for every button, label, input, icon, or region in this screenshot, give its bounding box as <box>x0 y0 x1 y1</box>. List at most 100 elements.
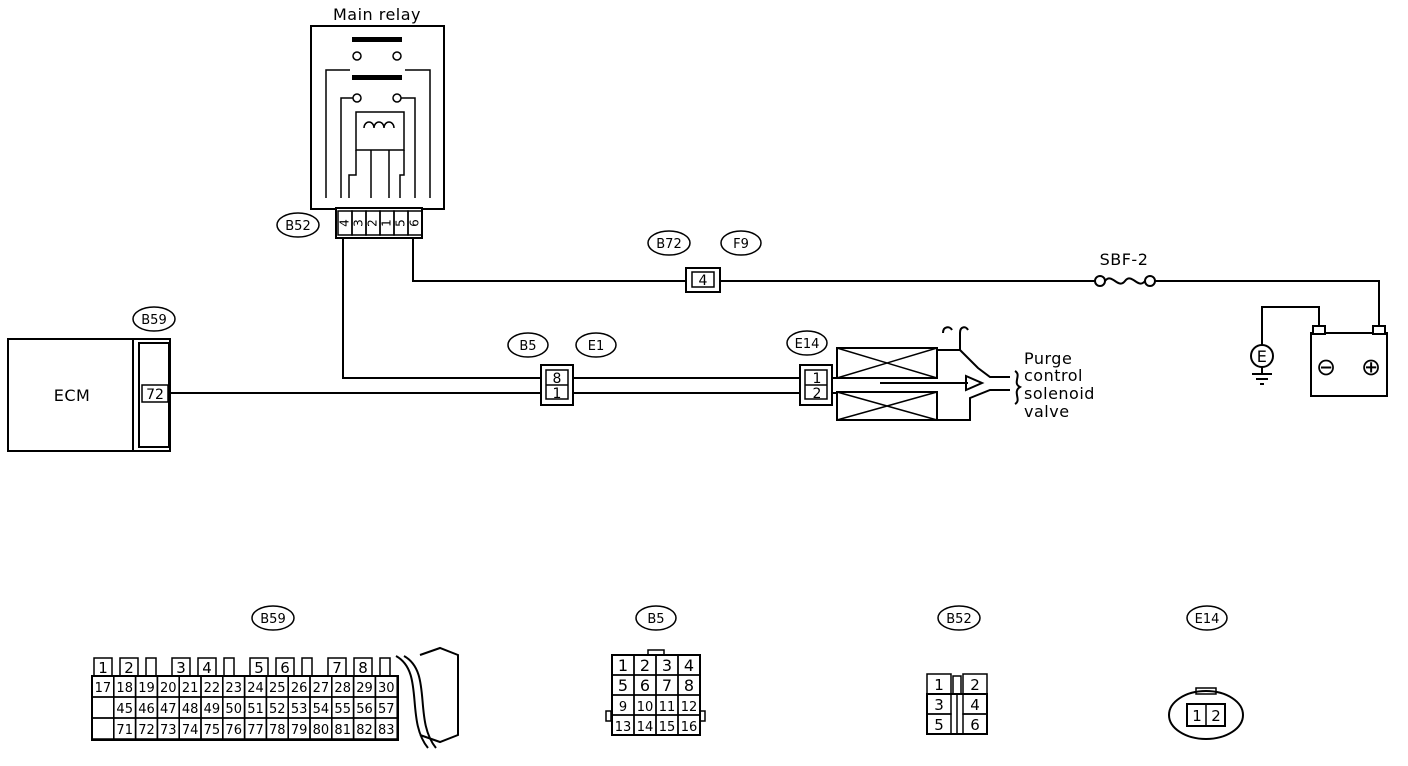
b5-pin: 3 <box>662 656 672 675</box>
b5-pin: 10 <box>637 700 654 715</box>
b52-pin: 3 <box>934 696 944 714</box>
junction-b72-pin: 4 <box>699 273 708 289</box>
b5-pin-cell <box>677 714 701 736</box>
b72-tag: B72 <box>656 237 681 252</box>
b59-pin: 29 <box>356 681 373 696</box>
b59-pin: 74 <box>182 723 199 738</box>
e14-view-pin-2: 2 <box>1211 707 1221 725</box>
b5-pin: 14 <box>637 720 654 735</box>
ground-label: E <box>1257 347 1268 366</box>
ecm: ECM 72 B59 <box>7 306 176 452</box>
solenoid-label-4: valve <box>1024 402 1070 421</box>
b5-pin: 16 <box>681 720 698 735</box>
ground-and-battery: E ⊖ ⊕ <box>1250 325 1388 397</box>
junction-b5-pin-top: 8 <box>553 371 562 387</box>
e14-pin-2: 2 <box>813 386 822 402</box>
b59-pin: 1 <box>98 659 108 677</box>
e14-view-pin-1: 1 <box>1192 707 1202 725</box>
b59-notch <box>223 657 235 676</box>
b59-pin: 76 <box>225 723 242 738</box>
relay-pin-label: 6 <box>408 219 422 227</box>
b59-pin: 27 <box>313 681 330 696</box>
main-relay-title: Main relay <box>333 5 421 24</box>
b52-tag: B52 <box>285 219 310 234</box>
b52-view-tag: B52 <box>946 612 971 627</box>
b59-pin: 4 <box>202 659 212 677</box>
b59-pin: 28 <box>334 681 351 696</box>
b5-pin: 12 <box>681 700 698 715</box>
b59-pin: 5 <box>254 659 264 677</box>
b59-pin: 6 <box>280 659 290 677</box>
b59-pin: 55 <box>334 702 351 717</box>
solenoid-label-2: control <box>1024 366 1083 385</box>
e14-view-tag: E14 <box>1195 612 1220 627</box>
b5-pin: 15 <box>659 720 676 735</box>
f9-tag: F9 <box>733 237 749 252</box>
b52-pin: 5 <box>934 716 944 734</box>
b5-tag: B5 <box>519 339 536 354</box>
b5-pin: 11 <box>659 700 676 715</box>
b59-pin: 57 <box>378 702 395 717</box>
ecm-label: ECM <box>54 386 91 405</box>
b5-pin: 6 <box>640 676 650 695</box>
main-relay-body <box>310 25 445 210</box>
b59-pin: 2 <box>124 659 134 677</box>
b59-pin: 50 <box>225 702 242 717</box>
b5-pin: 1 <box>618 656 628 675</box>
b59-pin: 78 <box>269 723 286 738</box>
b59-pin: 20 <box>160 681 177 696</box>
b59-pin: 72 <box>138 723 155 738</box>
b5-pin: 4 <box>684 656 694 675</box>
b5-pin: 5 <box>618 676 628 695</box>
ecm-pin: 72 <box>146 387 164 403</box>
b52-key <box>952 675 962 695</box>
e1-tag: E1 <box>588 339 605 354</box>
battery <box>1310 332 1388 397</box>
connector-view-e14: E14 1 2 <box>1168 605 1244 740</box>
b59-pin: 17 <box>95 681 112 696</box>
b59-pin: 82 <box>356 723 373 738</box>
ground-icon <box>1252 367 1272 385</box>
fuse-icon <box>1104 277 1146 285</box>
b59-pin: 21 <box>182 681 199 696</box>
b5-pin: 7 <box>662 676 672 695</box>
b5-pin: 8 <box>684 676 694 695</box>
b59-pin: 52 <box>269 702 286 717</box>
b59-pin-cell <box>374 717 398 740</box>
b59-housing-cap <box>419 646 459 744</box>
relay-pin-cell <box>407 210 423 236</box>
b59-pin: 22 <box>204 681 221 696</box>
wire-relay-to-b5 <box>342 238 541 379</box>
b59-notch <box>301 657 313 676</box>
b59-pin: 25 <box>269 681 286 696</box>
e14-housing <box>1168 690 1244 740</box>
relay-pin-label: 4 <box>338 219 352 227</box>
b59-pin-cell <box>91 696 115 719</box>
b59-pin: 45 <box>116 702 133 717</box>
arrow-icon <box>965 374 985 392</box>
junction-b72-f9: B72 F9 4 <box>647 230 762 293</box>
b59-pin: 56 <box>356 702 373 717</box>
b59-pin: 80 <box>313 723 330 738</box>
b5-pin: 9 <box>619 700 627 715</box>
relay-coil-icon <box>363 121 395 129</box>
b59-pin: 73 <box>160 723 177 738</box>
battery-negative-icon: ⊖ <box>1316 353 1336 381</box>
b59-pin: 79 <box>291 723 308 738</box>
relay-pin-label: 1 <box>380 219 394 227</box>
b59-pin: 3 <box>176 659 186 677</box>
ecm-connector <box>138 342 170 448</box>
b52-tag-oval <box>276 212 320 238</box>
b59-pin: 30 <box>378 681 395 696</box>
wire-relay-to-b72 <box>412 238 686 282</box>
b59-pin: 71 <box>116 723 133 738</box>
b59-pin: 53 <box>291 702 308 717</box>
b59-pin: 77 <box>247 723 264 738</box>
b59-pin-cell <box>91 717 115 740</box>
b59-notch <box>145 657 157 676</box>
b59-pin: 7 <box>332 659 342 677</box>
b5-pin: 2 <box>640 656 650 675</box>
